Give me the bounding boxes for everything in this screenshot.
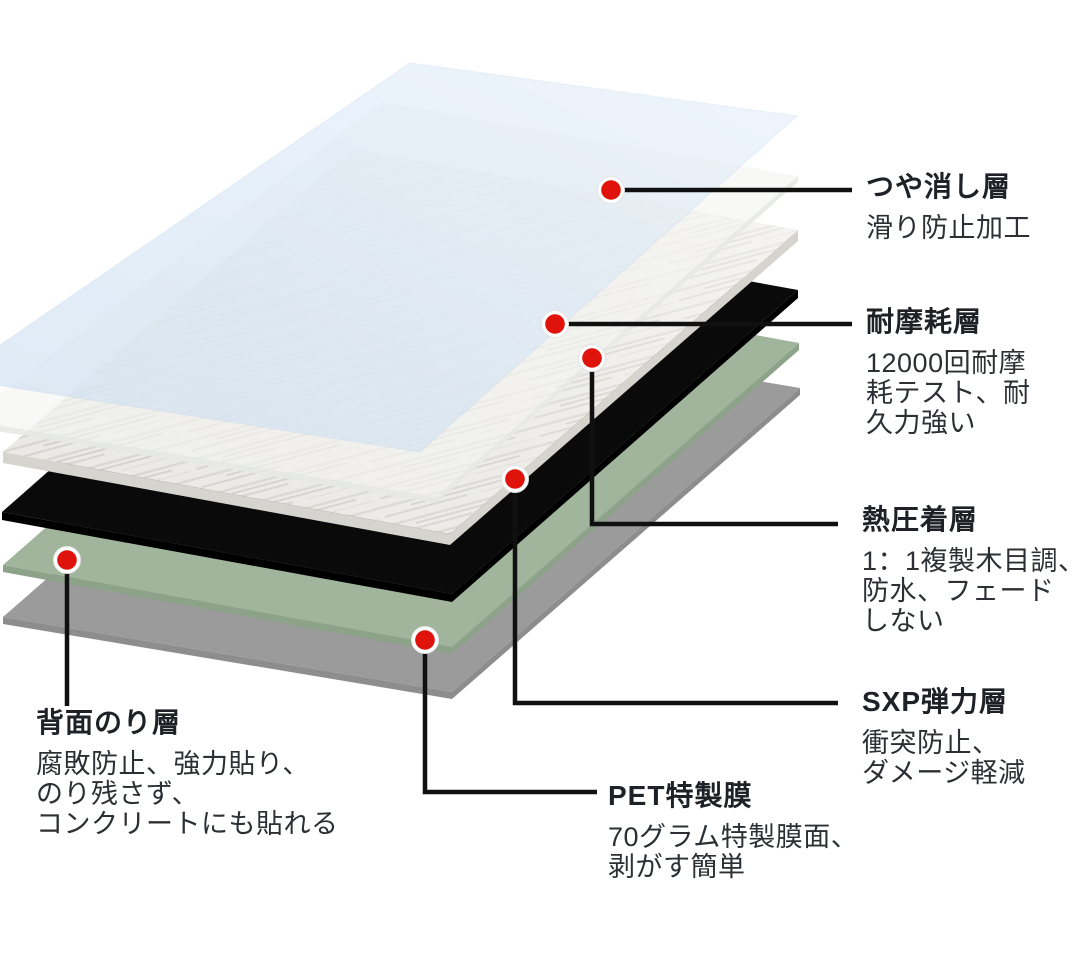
callout-wear-layer: 耐摩耗層 12000回耐摩 耗テスト、耐 久力強い: [866, 305, 1030, 438]
callout-sxp-layer: SXP弾力層 衝突防止、 ダメージ軽減: [862, 685, 1026, 788]
callout-dot-heatpress: [578, 344, 606, 372]
callout-dot-sxp: [501, 465, 529, 493]
callout-dot-wear: [541, 310, 569, 338]
callout-desc: 1：1複製木目調、 防水、フェード しない: [862, 546, 1080, 636]
callout-desc: 12000回耐摩 耗テスト、耐 久力強い: [866, 348, 1031, 438]
callout-desc: 70グラム特製膜面、 剥がす簡単: [608, 822, 859, 882]
callout-title: 背面のり層: [36, 707, 182, 738]
callout-title: SXP弾力層: [862, 686, 1009, 717]
callout-matte-layer: つや消し層 滑り防止加工: [866, 170, 1031, 243]
callout-line-sxp: [512, 479, 838, 706]
callout-desc: 衝突防止、 ダメージ軽減: [862, 728, 1026, 788]
callout-title: 耐摩耗層: [866, 306, 983, 337]
callout-adhesive-layer: 背面のり層 腐敗防止、強力貼り、 のり残さず、 コンクリートにも貼れる: [36, 706, 339, 839]
callout-title: PET特製膜: [608, 780, 753, 811]
callout-heatpress-layer: 熱圧着層 1：1複製木目調、 防水、フェード しない: [862, 503, 1080, 636]
callout-title: つや消し層: [866, 171, 1012, 202]
matte-sheet-face: [0, 62, 799, 453]
callout-dot-adhesive: [53, 546, 81, 574]
callout-line-pet: [422, 640, 597, 795]
callout-title: 熱圧着層: [862, 504, 979, 535]
callout-desc: 腐敗防止、強力貼り、 のり残さず、 コンクリートにも貼れる: [36, 749, 339, 839]
callout-line-heatpress: [589, 358, 838, 527]
callout-pet-layer: PET特製膜 70グラム特製膜面、 剥がす簡単: [608, 779, 858, 882]
callout-dot-matte: [597, 176, 625, 204]
callout-desc: 滑り防止加工: [866, 213, 1031, 243]
callout-dot-pet: [411, 626, 439, 654]
